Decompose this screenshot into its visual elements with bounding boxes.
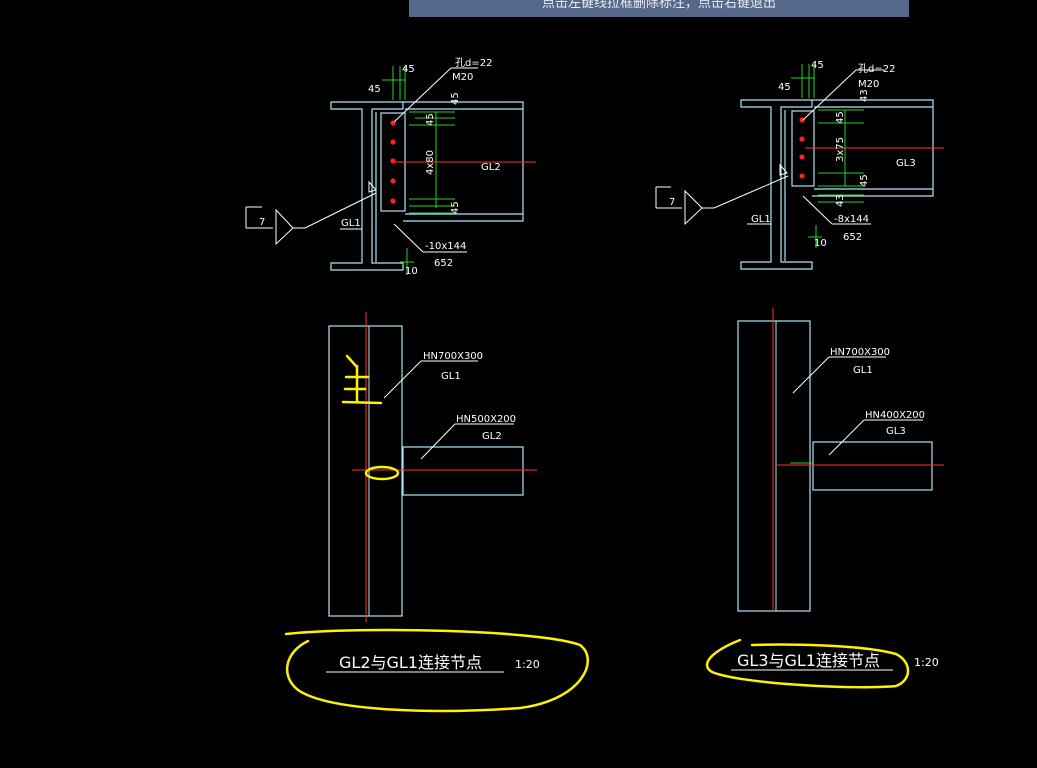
right-dim-43a: 43 — [859, 89, 870, 102]
right-leader-lines — [655, 69, 884, 226]
left-plate-length: 652 — [434, 258, 453, 269]
left-caption-block: GL2与GL1连接节点 1:20 — [326, 653, 540, 673]
right-gap: 10 — [814, 238, 827, 249]
right-dim-43b: 43 — [835, 194, 846, 207]
right-plate-length: 652 — [843, 232, 862, 243]
left-yellow-markups — [284, 354, 590, 713]
right-column-label: GL1 — [751, 214, 771, 225]
left-beam-label: GL2 — [481, 162, 501, 173]
left-beam-section-label: HN500X200 — [456, 414, 516, 425]
right-dimension-lines — [791, 64, 864, 248]
left-column-section — [330, 101, 404, 271]
right-caption: GL3与GL1连接节点 — [737, 651, 880, 670]
left-leader-lines — [245, 67, 478, 253]
left-elevation-detail: HN700X300 GL1 HN500X200 GL2 — [328, 312, 537, 622]
left-bolt-spacing: 4x80 — [425, 150, 436, 175]
left-beam-name-label: GL2 — [482, 431, 502, 442]
left-elevation-leaders — [383, 360, 514, 460]
left-column-name-label: GL1 — [441, 371, 461, 382]
right-column-section — [740, 99, 813, 270]
left-bolts — [390, 120, 396, 204]
right-bolt-hole-spec: 孔d=22 — [858, 63, 895, 75]
left-scale: 1:20 — [515, 658, 540, 671]
right-bolt-grade: M20 — [858, 79, 879, 90]
right-dim-45b: 45 — [811, 60, 824, 71]
right-beam-elevation — [812, 441, 933, 491]
left-bolt-grade: M20 — [452, 72, 473, 83]
right-column-elevation — [737, 320, 811, 612]
left-plan-detail: 孔d=22 M20 45 45 45 45 4x80 45 GL2 GL1 -1… — [245, 57, 536, 277]
left-weld-size: 7 — [259, 217, 265, 228]
right-beam-section-label: HN400X200 — [865, 410, 925, 421]
right-bolt-spacing: 3x75 — [835, 137, 846, 162]
right-elevation-leaders — [792, 356, 923, 456]
left-dim-45b: 45 — [402, 64, 415, 75]
left-plate-spec: -10x144 — [425, 241, 466, 252]
left-bolt-hole-spec: 孔d=22 — [455, 57, 492, 69]
left-gap: 10 — [405, 266, 418, 277]
right-beam-name-label: GL3 — [886, 426, 906, 437]
right-elevation-detail: HN700X300 GL1 HN400X200 GL3 — [737, 308, 944, 612]
right-beam-label: GL3 — [896, 158, 916, 169]
right-dim-45d: 45 — [859, 174, 870, 187]
right-weld-size: 7 — [669, 197, 675, 208]
left-dimension-lines — [382, 66, 455, 275]
left-dim-45a: 45 — [368, 84, 381, 95]
command-hint-text: 点击左键线拉框删除标注，点击右键退出 — [541, 0, 776, 11]
right-column-section-label: HN700X300 — [830, 347, 890, 358]
right-bolts — [799, 117, 805, 179]
right-plan-detail: 孔d=22 M20 45 45 43 45 3x75 45 43 GL3 GL1… — [655, 60, 944, 270]
right-caption-block: GL3与GL1连接节点 1:20 — [731, 651, 939, 671]
left-column-section-label: HN700X300 — [423, 351, 483, 362]
left-dim-45e: 45 — [450, 201, 461, 214]
left-caption: GL2与GL1连接节点 — [339, 653, 482, 672]
left-dim-45d: 45 — [425, 113, 436, 126]
left-dim-45c: 45 — [450, 92, 461, 105]
left-beam-elevation — [402, 446, 524, 496]
right-yellow-markups — [705, 638, 910, 689]
right-dim-45c: 45 — [835, 111, 846, 124]
right-column-name-label: GL1 — [853, 365, 873, 376]
right-dim-45a: 45 — [778, 82, 791, 93]
right-scale: 1:20 — [914, 656, 939, 669]
right-plate-spec: -8x144 — [834, 214, 869, 225]
command-hint-bar: 点击左键线拉框删除标注，点击右键退出 — [409, 0, 909, 17]
left-column-label: GL1 — [341, 218, 361, 229]
